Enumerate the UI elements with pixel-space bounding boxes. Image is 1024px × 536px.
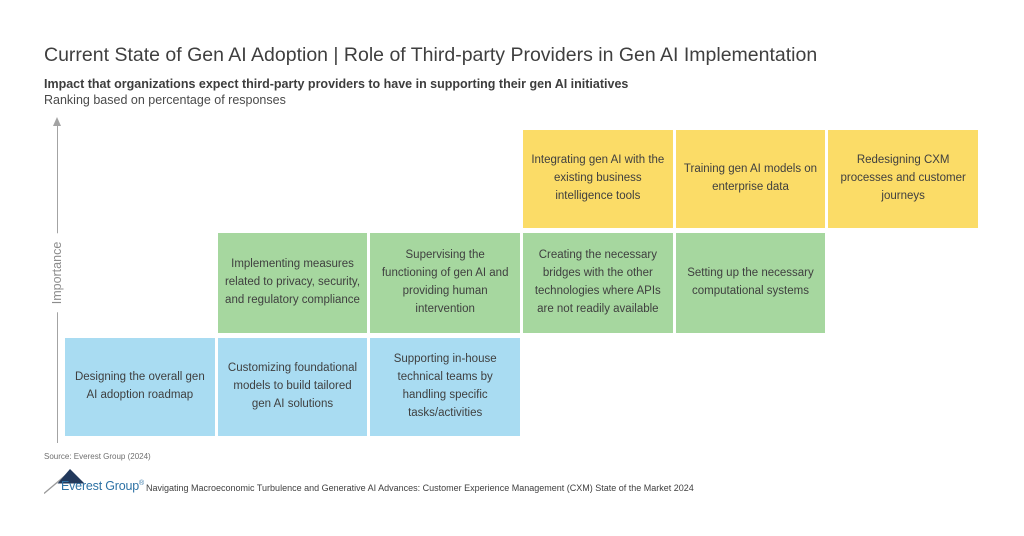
- axis-arrow-icon: [53, 117, 61, 126]
- report-title: Navigating Macroeconomic Turbulence and …: [146, 483, 694, 493]
- grid-cell: Creating the necessary bridges with the …: [523, 233, 673, 333]
- mountain-peak-icon: [44, 469, 85, 494]
- axis-label: Importance: [50, 233, 64, 313]
- subtitle-emphasis: Impact that organizations expect third-p…: [44, 77, 629, 91]
- grid-cell: Training gen AI models on enterprise dat…: [675, 130, 826, 228]
- grid-cell-label: Customizing foundational models to build…: [227, 362, 358, 410]
- logo-text: Everest Group: [61, 479, 139, 493]
- grid-cell-label: Training gen AI models on enterprise dat…: [683, 163, 818, 193]
- logo-wordmark: Everest Group®: [61, 479, 144, 493]
- grid-cell: Designing the overall gen AI adoption ro…: [65, 338, 215, 436]
- grid-cell-label: Integrating gen AI with the existing bus…: [531, 154, 665, 202]
- grid-cell-label: Supporting in-house technical teams by h…: [393, 353, 497, 419]
- subtitle-note: Ranking based on percentage of responses: [44, 93, 286, 107]
- grid-cell: Customizing foundational models to build…: [217, 338, 368, 436]
- grid-cell-label: Setting up the necessary computational s…: [687, 267, 814, 297]
- grid-cell: Integrating gen AI with the existing bus…: [523, 130, 673, 228]
- registered-mark: ®: [139, 480, 144, 487]
- page-title: Current State of Gen AI Adoption | Role …: [44, 44, 818, 66]
- source-note: Source: Everest Group (2024): [44, 452, 151, 461]
- grid-cell: Setting up the necessary computational s…: [675, 233, 826, 333]
- ranking-grid: Integrating gen AI with the existing bus…: [65, 130, 978, 436]
- grid-cell-label: Supervising the functioning of gen AI an…: [381, 249, 509, 315]
- footer-bar: Everest Group® Navigating Macroeconomic …: [44, 466, 694, 496]
- grid-cell-label: Redesigning CXM processes and customer j…: [840, 154, 966, 202]
- grid-cell-label: Creating the necessary bridges with the …: [534, 249, 661, 315]
- grid-cell-label: Designing the overall gen AI adoption ro…: [74, 371, 205, 401]
- grid-cell: Redesigning CXM processes and customer j…: [828, 130, 978, 228]
- grid-cell: Implementing measures related to privacy…: [217, 233, 368, 333]
- grid-cell-label: Implementing measures related to privacy…: [224, 258, 361, 306]
- grid-cell: Supervising the functioning of gen AI an…: [370, 233, 520, 333]
- everest-group-logo: Everest Group®: [44, 468, 144, 496]
- grid-cell: Supporting in-house technical teams by h…: [370, 338, 520, 436]
